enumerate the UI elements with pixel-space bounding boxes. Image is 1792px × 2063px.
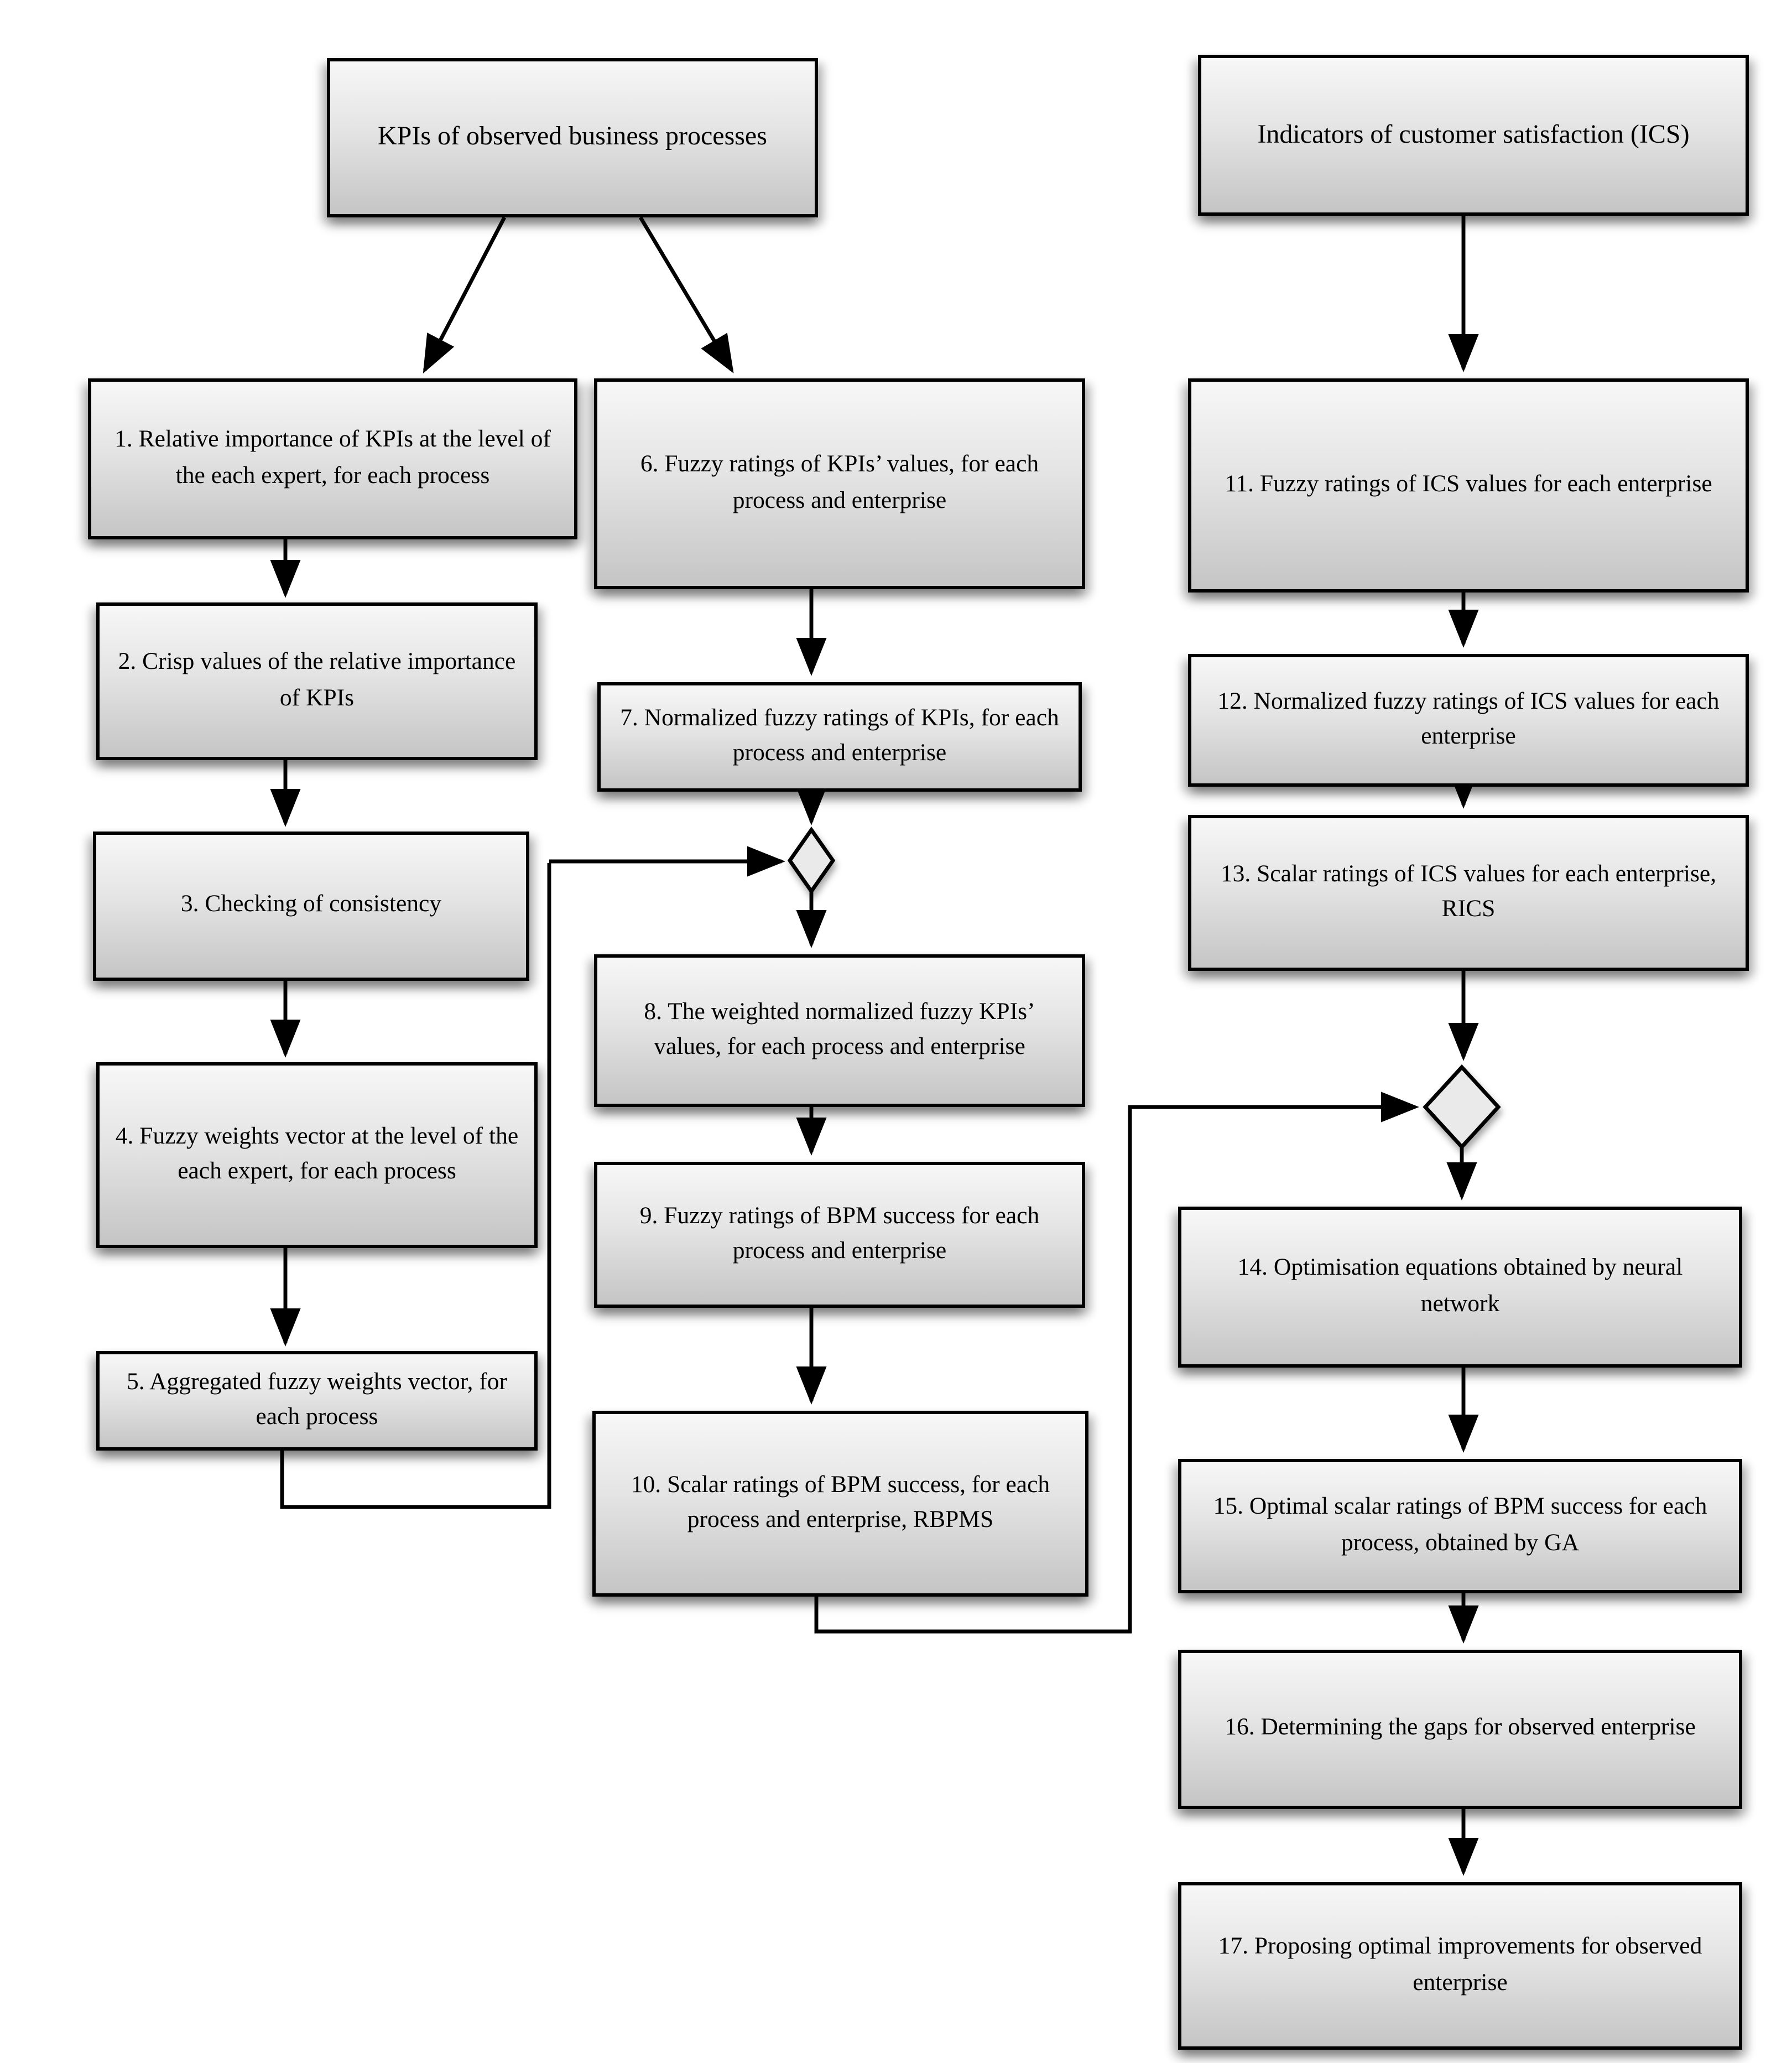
flow-node-11-fuzzy-ics-ratings: 11. Fuzzy ratings of ICS values for each… (1188, 378, 1749, 593)
node-ics-header: Indicators of customer satisfaction (ICS… (1198, 55, 1749, 216)
connector-5-riser (280, 863, 551, 1509)
node-kpi-header: KPIs of observed business processes (327, 58, 818, 217)
flow-node-17-proposing-improvements: 17. Proposing optimal improvements for o… (1178, 1882, 1742, 2050)
flow-node-15-optimal-scalar-ga: 15. Optimal scalar ratings of BPM succes… (1178, 1459, 1742, 1593)
flow-node-9-fuzzy-bpm-success: 9. Fuzzy ratings of BPM success for each… (594, 1162, 1085, 1308)
flow-node-16-determining-gaps: 16. Determining the gaps for observed en… (1178, 1650, 1742, 1809)
merge-diamond-right (1423, 1064, 1501, 1150)
flow-node-1-relative-importance: 1. Relative importance of KPIs at the le… (88, 378, 577, 539)
connector-kpi-to-6 (639, 216, 734, 373)
flow-node-8-weighted-normalized: 8. The weighted normalized fuzzy KPIs’ v… (594, 954, 1085, 1107)
flow-node-3-checking-consistency: 3. Checking of consistency (93, 832, 529, 981)
flow-node-4-fuzzy-weights-vector: 4. Fuzzy weights vector at the level of … (96, 1062, 538, 1248)
flow-node-13-scalar-ics-rics: 13. Scalar ratings of ICS values for eac… (1188, 815, 1749, 971)
connector-kpi-to-1 (423, 216, 507, 374)
flow-node-6-fuzzy-ratings-kpis: 6. Fuzzy ratings of KPIs’ values, for ea… (594, 378, 1085, 589)
flow-node-10-scalar-bpm-rbpms: 10. Scalar ratings of BPM success, for e… (592, 1411, 1088, 1597)
flow-node-7-normalized-ratings: 7. Normalized fuzzy ratings of KPIs, for… (597, 682, 1082, 792)
flow-node-14-optimisation-equations: 14. Optimisation equations obtained by n… (1178, 1207, 1742, 1368)
flow-node-5-aggregated-weights: 5. Aggregated fuzzy weights vector, for … (96, 1351, 538, 1451)
merge-diamond-left (787, 826, 836, 895)
flow-node-2-crisp-values: 2. Crisp values of the relative importan… (96, 602, 538, 760)
connector-10-to-merge-right (814, 1092, 1419, 1634)
flow-node-12-normalized-ics: 12. Normalized fuzzy ratings of ICS valu… (1188, 654, 1749, 787)
